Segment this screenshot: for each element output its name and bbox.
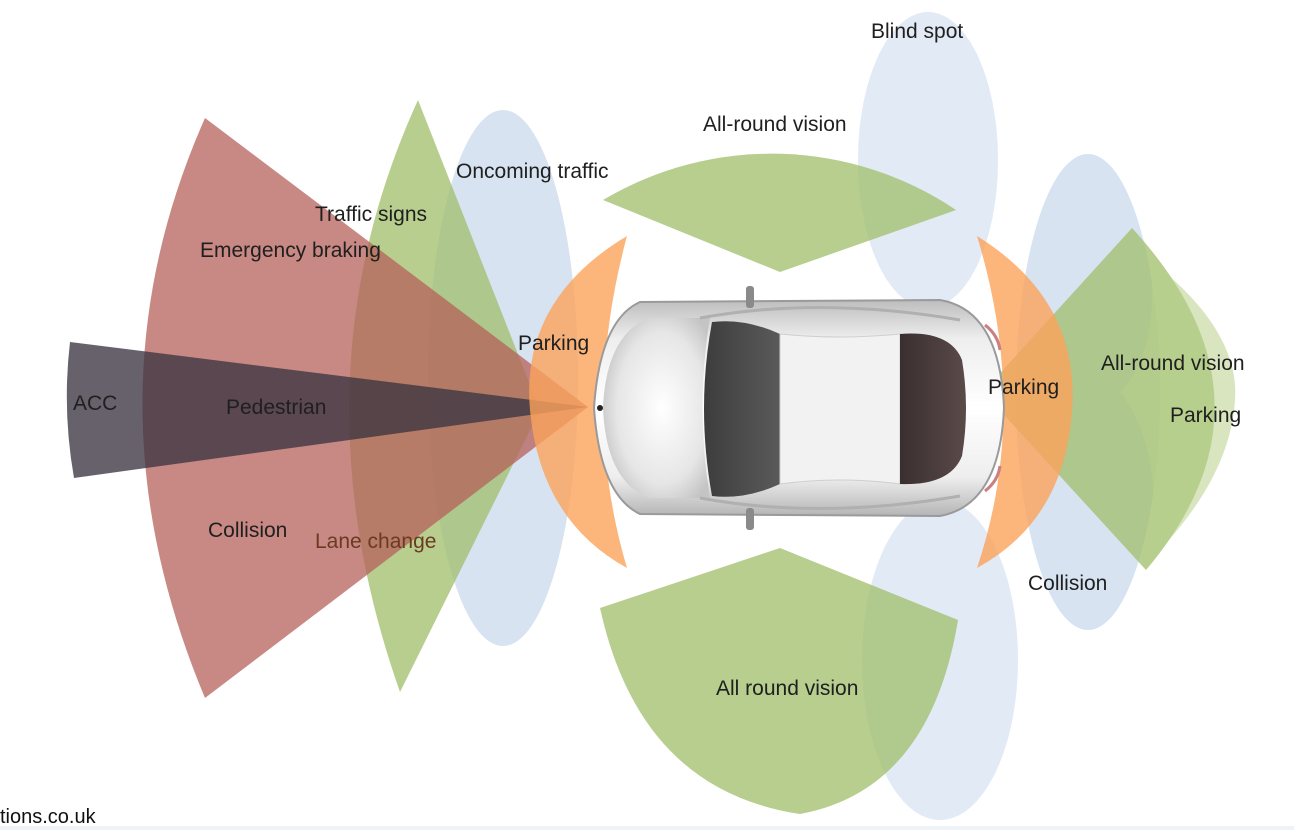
- label-pedestrian: Pedestrian: [226, 396, 326, 419]
- label-all-round-top: All-round vision: [703, 113, 847, 136]
- side-mirror-bottom: [746, 508, 754, 530]
- tail-light-bottom: [984, 465, 1002, 493]
- tail-light-top: [984, 323, 1002, 351]
- car-hood: [603, 318, 710, 498]
- label-parking-rear-outer: Parking: [1170, 404, 1241, 427]
- label-all-round-rear: All-round vision: [1101, 352, 1245, 375]
- side-mirror-top: [746, 286, 754, 308]
- car-top-view: [592, 286, 1006, 530]
- label-acc: ACC: [73, 392, 117, 415]
- all-round-vision-top-zone: [603, 153, 956, 272]
- rear-window: [900, 333, 966, 485]
- label-collision-rear: Collision: [1028, 572, 1107, 595]
- blind-spot-zone-top: [858, 12, 998, 308]
- label-traffic-signs: Traffic signs: [315, 203, 427, 226]
- windshield: [704, 321, 780, 497]
- label-oncoming-traffic: Oncoming traffic: [456, 160, 609, 183]
- roof-rail-top: [699, 305, 961, 322]
- roof-rail-bottom: [699, 494, 961, 511]
- label-all-round-bottom: All round vision: [716, 677, 858, 700]
- label-emergency-braking: Emergency braking: [200, 239, 381, 262]
- roof: [779, 333, 901, 485]
- acc-zone: [66, 342, 589, 478]
- label-blind-spot: Blind spot: [871, 20, 963, 43]
- parking-rear-outer-zone: [1120, 260, 1236, 560]
- front-parking-zone: [529, 236, 627, 568]
- source-credit: tions.co.uk: [0, 806, 96, 828]
- label-parking-rear: Parking: [988, 376, 1059, 399]
- label-collision-front: Collision: [208, 519, 287, 542]
- all-round-vision-bottom-zone: [600, 548, 958, 814]
- rear-parking-zone: [977, 236, 1073, 568]
- label-lane-change: Lane change: [315, 530, 436, 553]
- bottom-border: [0, 826, 1294, 830]
- label-parking-front: Parking: [518, 332, 589, 355]
- front-sensor: [597, 405, 603, 411]
